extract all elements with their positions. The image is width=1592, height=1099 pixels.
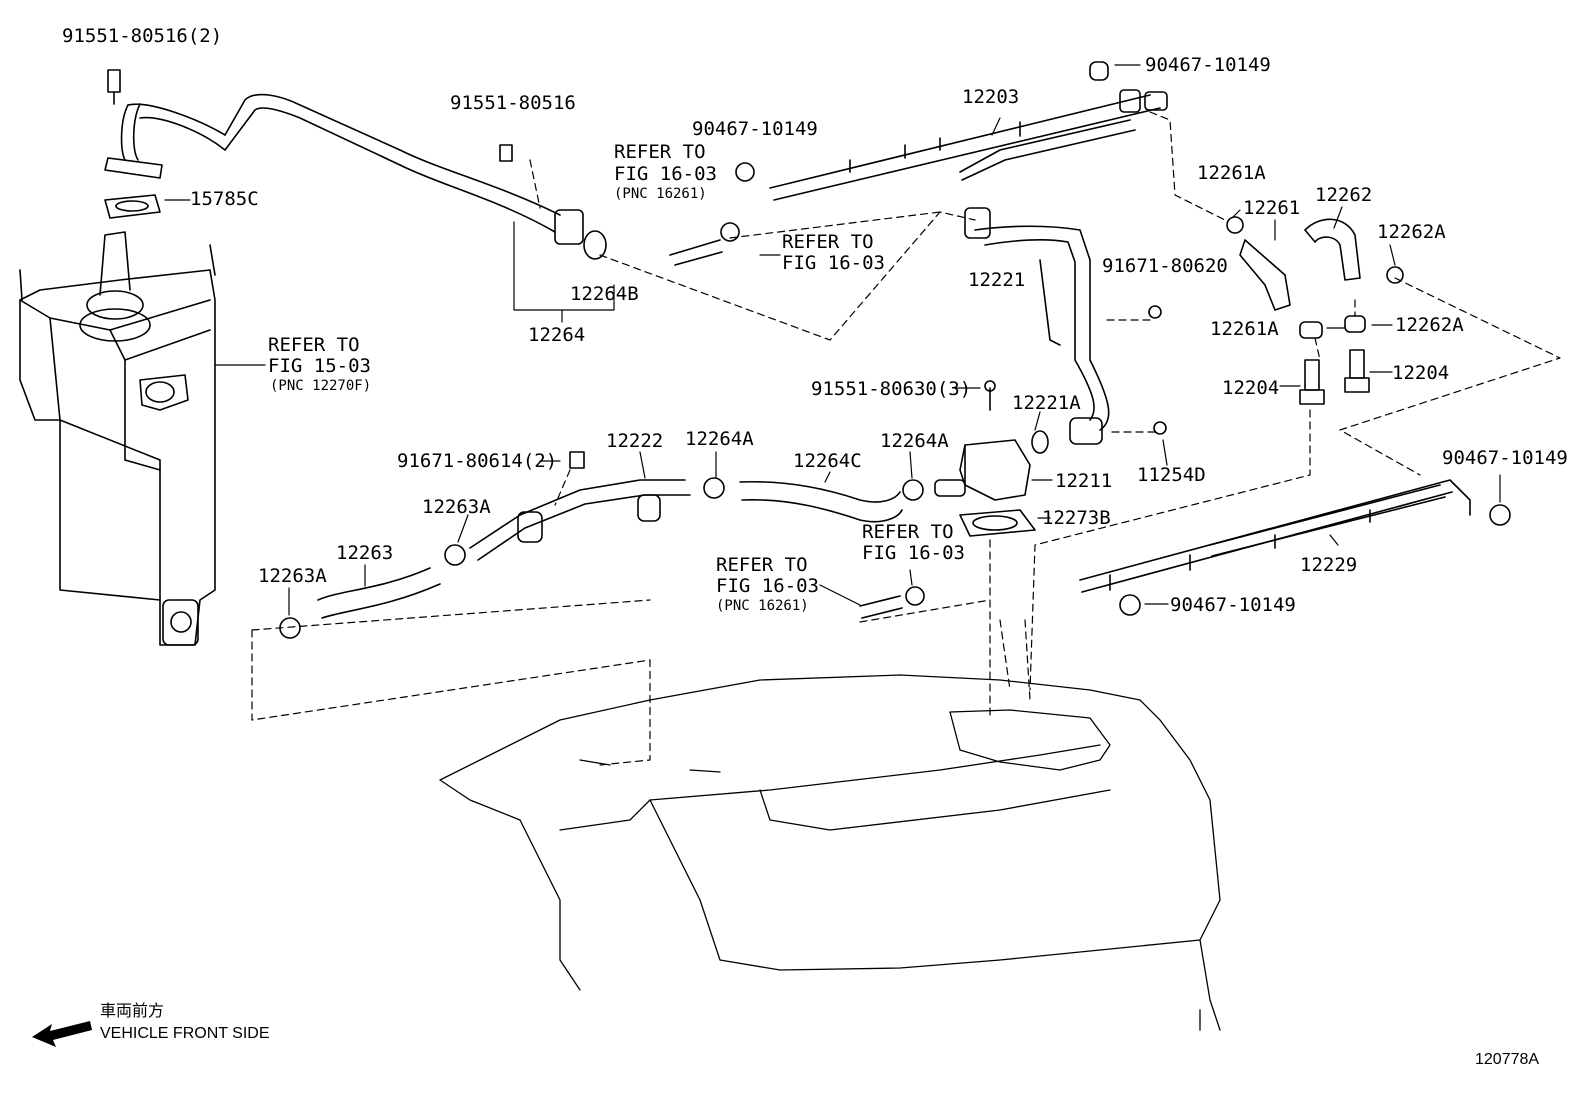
part-label[interactable]: 12203: [962, 86, 1020, 108]
part-label[interactable]: 12264B: [570, 283, 639, 305]
part-label[interactable]: 12262A: [1395, 314, 1464, 336]
part-label[interactable]: 90467-10149: [1170, 594, 1296, 616]
refer-note-line[interactable]: FIG 15-03: [268, 355, 371, 377]
engine-outline: [439, 674, 1221, 1031]
part-label[interactable]: 12263: [336, 542, 394, 564]
refer-note-line[interactable]: FIG 16-03: [862, 542, 965, 564]
part-label[interactable]: 12222: [606, 430, 664, 452]
hoses-12261-12262: [1226, 216, 1404, 339]
refer-note-line: (PNC 12270F): [270, 378, 372, 394]
part-label[interactable]: 12263A: [258, 565, 327, 587]
vehicle-front-label-jp: 車両前方: [100, 1003, 165, 1020]
part-label[interactable]: 12263A: [422, 496, 491, 518]
part-label[interactable]: 90467-10149: [692, 118, 818, 140]
refer-note-line[interactable]: REFER TO: [268, 334, 360, 356]
nipples-12204: [1299, 349, 1370, 405]
part-label[interactable]: 12264A: [685, 428, 754, 450]
part-label[interactable]: 12264: [528, 324, 586, 346]
upper-hose-left: [104, 69, 607, 260]
vehicle-front-label: VEHICLE FRONT SIDE: [100, 1025, 270, 1042]
housing-12211: [934, 430, 1049, 537]
vehicle-front-arrow: [32, 1021, 92, 1047]
part-label[interactable]: 91671-80614(2): [397, 450, 558, 472]
part-label[interactable]: 12221: [968, 269, 1026, 291]
figure-id: 120778A: [1475, 1051, 1540, 1068]
leader-lines: [164, 64, 1501, 616]
hose-12221: [964, 207, 1110, 445]
pipe-12229: [1079, 479, 1511, 616]
part-label[interactable]: 12264A: [880, 430, 949, 452]
refer-note-line: (PNC 16261): [716, 598, 809, 614]
part-label[interactable]: 11254D: [1137, 464, 1206, 486]
refer-note-line[interactable]: REFER TO: [614, 141, 706, 163]
reservoir-tank: [19, 231, 216, 646]
part-label[interactable]: 12229: [1300, 554, 1358, 576]
pipe-12203: [769, 61, 1168, 201]
clamps-bolts: [669, 162, 1167, 619]
part-label[interactable]: 12221A: [1012, 392, 1081, 414]
refer-note-line[interactable]: REFER TO: [716, 554, 808, 576]
part-label[interactable]: 12204: [1392, 362, 1450, 384]
part-label[interactable]: 12261: [1243, 197, 1301, 219]
part-label[interactable]: 12261A: [1197, 162, 1266, 184]
refer-note-line[interactable]: FIG 16-03: [614, 163, 717, 185]
part-label[interactable]: 91671-80620: [1102, 255, 1228, 277]
refer-note-line[interactable]: FIG 16-03: [716, 575, 819, 597]
part-label[interactable]: 12262: [1315, 184, 1373, 206]
dashed-leaders: [251, 111, 1561, 766]
lower-hoses: [279, 451, 924, 639]
part-label[interactable]: 90467-10149: [1442, 447, 1568, 469]
part-label[interactable]: 15785C: [190, 188, 259, 210]
part-label[interactable]: 12273B: [1042, 507, 1111, 529]
part-label[interactable]: 12262A: [1377, 221, 1446, 243]
part-label[interactable]: 12261A: [1210, 318, 1279, 340]
refer-note-line[interactable]: REFER TO: [862, 521, 954, 543]
part-label[interactable]: 12264C: [793, 450, 862, 472]
refer-note-line: (PNC 16261): [614, 186, 707, 202]
refer-note-line[interactable]: FIG 16-03: [782, 252, 885, 274]
part-label[interactable]: 91551-80516(2): [62, 25, 223, 47]
part-label[interactable]: 91551-80516: [450, 92, 576, 114]
part-label[interactable]: 12211: [1055, 470, 1113, 492]
part-label[interactable]: 12204: [1222, 377, 1280, 399]
part-label[interactable]: 91551-80630(3): [811, 378, 972, 400]
part-label[interactable]: 90467-10149: [1145, 54, 1271, 76]
refer-note-line[interactable]: REFER TO: [782, 231, 874, 253]
